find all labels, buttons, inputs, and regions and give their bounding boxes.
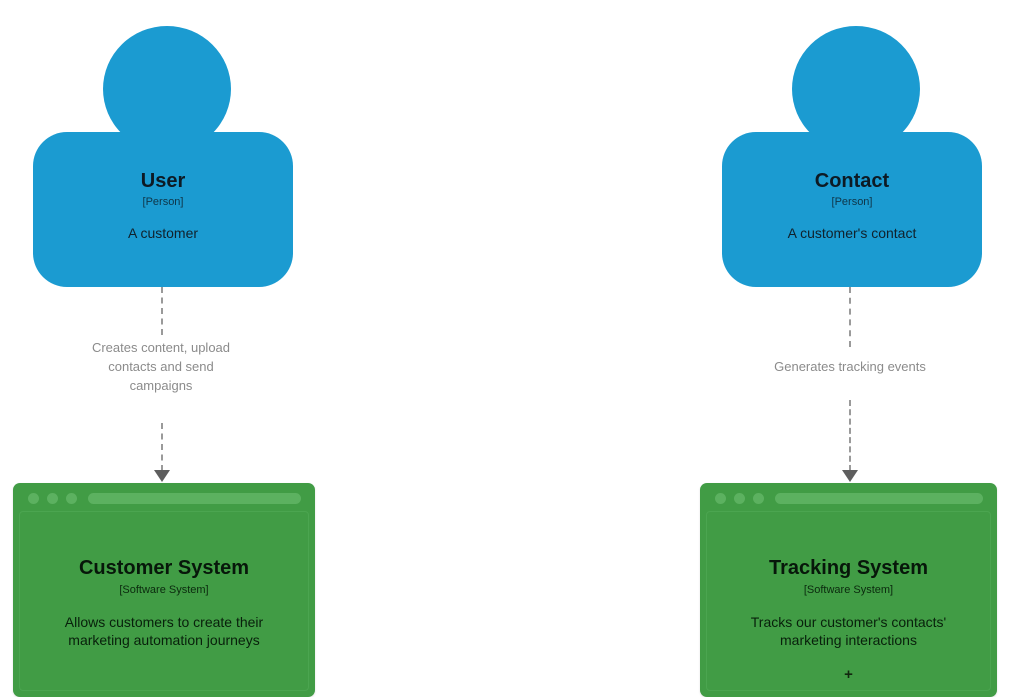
node-tracking-system-panel: Tracking System [Software System] Tracks… [706,511,991,691]
address-bar-icon [88,493,301,504]
person-head-icon [103,26,231,152]
node-tracking-system-title: Tracking System [769,557,928,579]
node-contact-description: A customer's contact [787,225,917,242]
relationship-label-user-to-customer-system: Creates content, upload contacts and sen… [91,340,231,393]
node-tracking-system-tag: [Software System] [803,584,894,596]
node-contact-body[interactable]: Contact [Person] A customer's contact [722,132,982,287]
browser-chrome [706,489,991,508]
node-customer-system-tag: [Software System] [119,584,209,596]
node-user-body[interactable]: User [Person] A customer [33,132,293,287]
relationship-line-contact-to-tracking-system [849,287,851,347]
window-dot-icon [47,493,58,504]
node-contact-tag: [Person] [831,196,873,208]
window-dot-icon [28,493,39,504]
node-customer-system-description: Allows customers to create their marketi… [64,614,264,649]
window-dot-icon [715,493,726,504]
relationship-label-contact-to-tracking-system: Generates tracking events [774,359,926,374]
relationship-line-contact-to-tracking-system-lower [849,400,851,471]
browser-chrome [19,489,309,508]
relationship-line-user-to-customer-system [161,287,163,335]
node-tracking-system-description: Tracks our customer's contacts' marketin… [750,614,947,649]
relationship-arrowhead-contact-to-tracking-system [842,470,858,482]
window-dot-icon [753,493,764,504]
node-customer-system-panel: Customer System [Software System] Allows… [19,511,309,691]
node-user-title: User [140,170,186,192]
node-customer-system-title: Customer System [78,557,250,579]
relationship-line-user-to-customer-system-lower [161,423,163,471]
person-head-icon [792,26,920,152]
node-customer-system[interactable]: Customer System [Software System] Allows… [13,483,315,697]
node-tracking-system-expand-marker[interactable]: + [844,666,853,683]
node-user-description: A customer [127,225,199,242]
node-user-tag: [Person] [142,196,184,208]
node-contact-title: Contact [814,170,890,192]
node-contact[interactable]: Contact [Person] A customer's contact [690,0,1024,300]
window-dot-icon [734,493,745,504]
window-dot-icon [66,493,77,504]
relationship-arrowhead-user-to-customer-system [154,470,170,482]
node-user[interactable]: User [Person] A customer [0,0,330,300]
node-tracking-system[interactable]: Tracking System [Software System] Tracks… [700,483,997,697]
address-bar-icon [775,493,983,504]
